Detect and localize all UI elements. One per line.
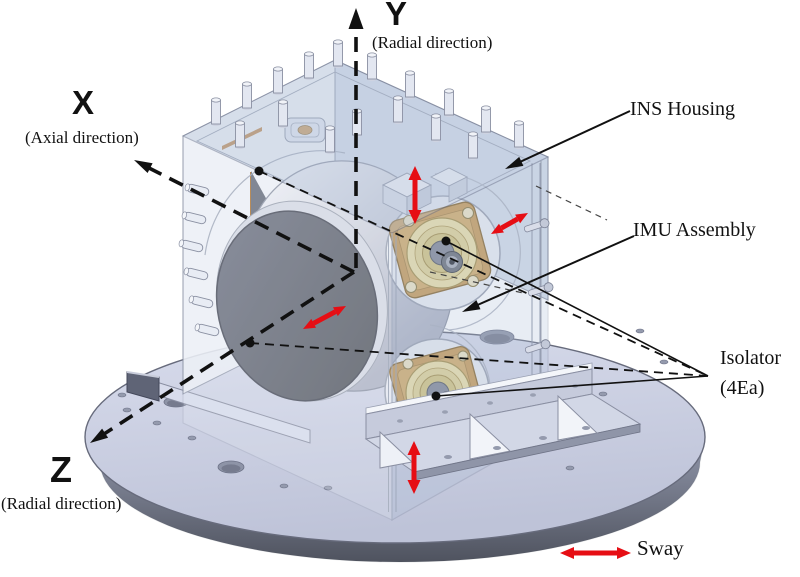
isolator-label: Isolator xyxy=(720,347,782,369)
isolator-dot-rear-upper xyxy=(254,166,264,176)
y-axis-arrowhead-icon xyxy=(348,8,364,29)
isolator-dot-rear-lower xyxy=(245,338,255,348)
housing-top-face xyxy=(181,59,550,234)
saddle-bracket xyxy=(381,167,469,216)
y-axis-note: (Radial direction) xyxy=(372,33,493,52)
y-axis-label: Y xyxy=(385,0,408,32)
vibration-arrows xyxy=(303,166,528,494)
top-brackets xyxy=(284,117,469,216)
isolator-upper xyxy=(388,201,492,299)
imu-front-disc xyxy=(215,210,379,402)
leader-lines xyxy=(245,110,709,401)
x-axis-label: X xyxy=(72,84,95,121)
z-axis-label: Z xyxy=(50,449,72,490)
sway-arrow xyxy=(560,547,631,559)
diagonal-arrow-right xyxy=(491,213,528,234)
isolator-count-label: (4Ea) xyxy=(720,377,765,399)
isolator-dot-front-lower xyxy=(431,391,441,401)
isolator-leaders xyxy=(245,166,709,401)
isolator-dot-front-upper xyxy=(441,236,451,246)
imu-assembly-leader xyxy=(462,235,635,312)
x-axis-line xyxy=(134,160,355,274)
imu-assembly-label: IMU Assembly xyxy=(633,219,756,241)
sway-label: Sway xyxy=(637,536,684,560)
ins-housing-label: INS Housing xyxy=(630,98,736,120)
z-axis-note: (Radial direction) xyxy=(1,494,122,513)
mounting-rail xyxy=(364,362,642,481)
vertical-arrow-lower xyxy=(407,441,421,494)
axis-lines xyxy=(90,8,364,443)
left-gusset xyxy=(126,371,160,402)
z-axis-line xyxy=(90,270,355,443)
z-axis-arrowhead-icon xyxy=(90,428,109,443)
diagonal-arrow-disc xyxy=(303,306,346,329)
x-axis-note: (Axial direction) xyxy=(25,128,139,147)
hidden-edge-lines xyxy=(429,185,608,294)
y-axis-line xyxy=(348,8,364,268)
ins-housing-leader xyxy=(505,110,631,169)
vertical-arrow-upper xyxy=(408,166,422,224)
x-axis-arrowhead-icon xyxy=(134,160,153,173)
